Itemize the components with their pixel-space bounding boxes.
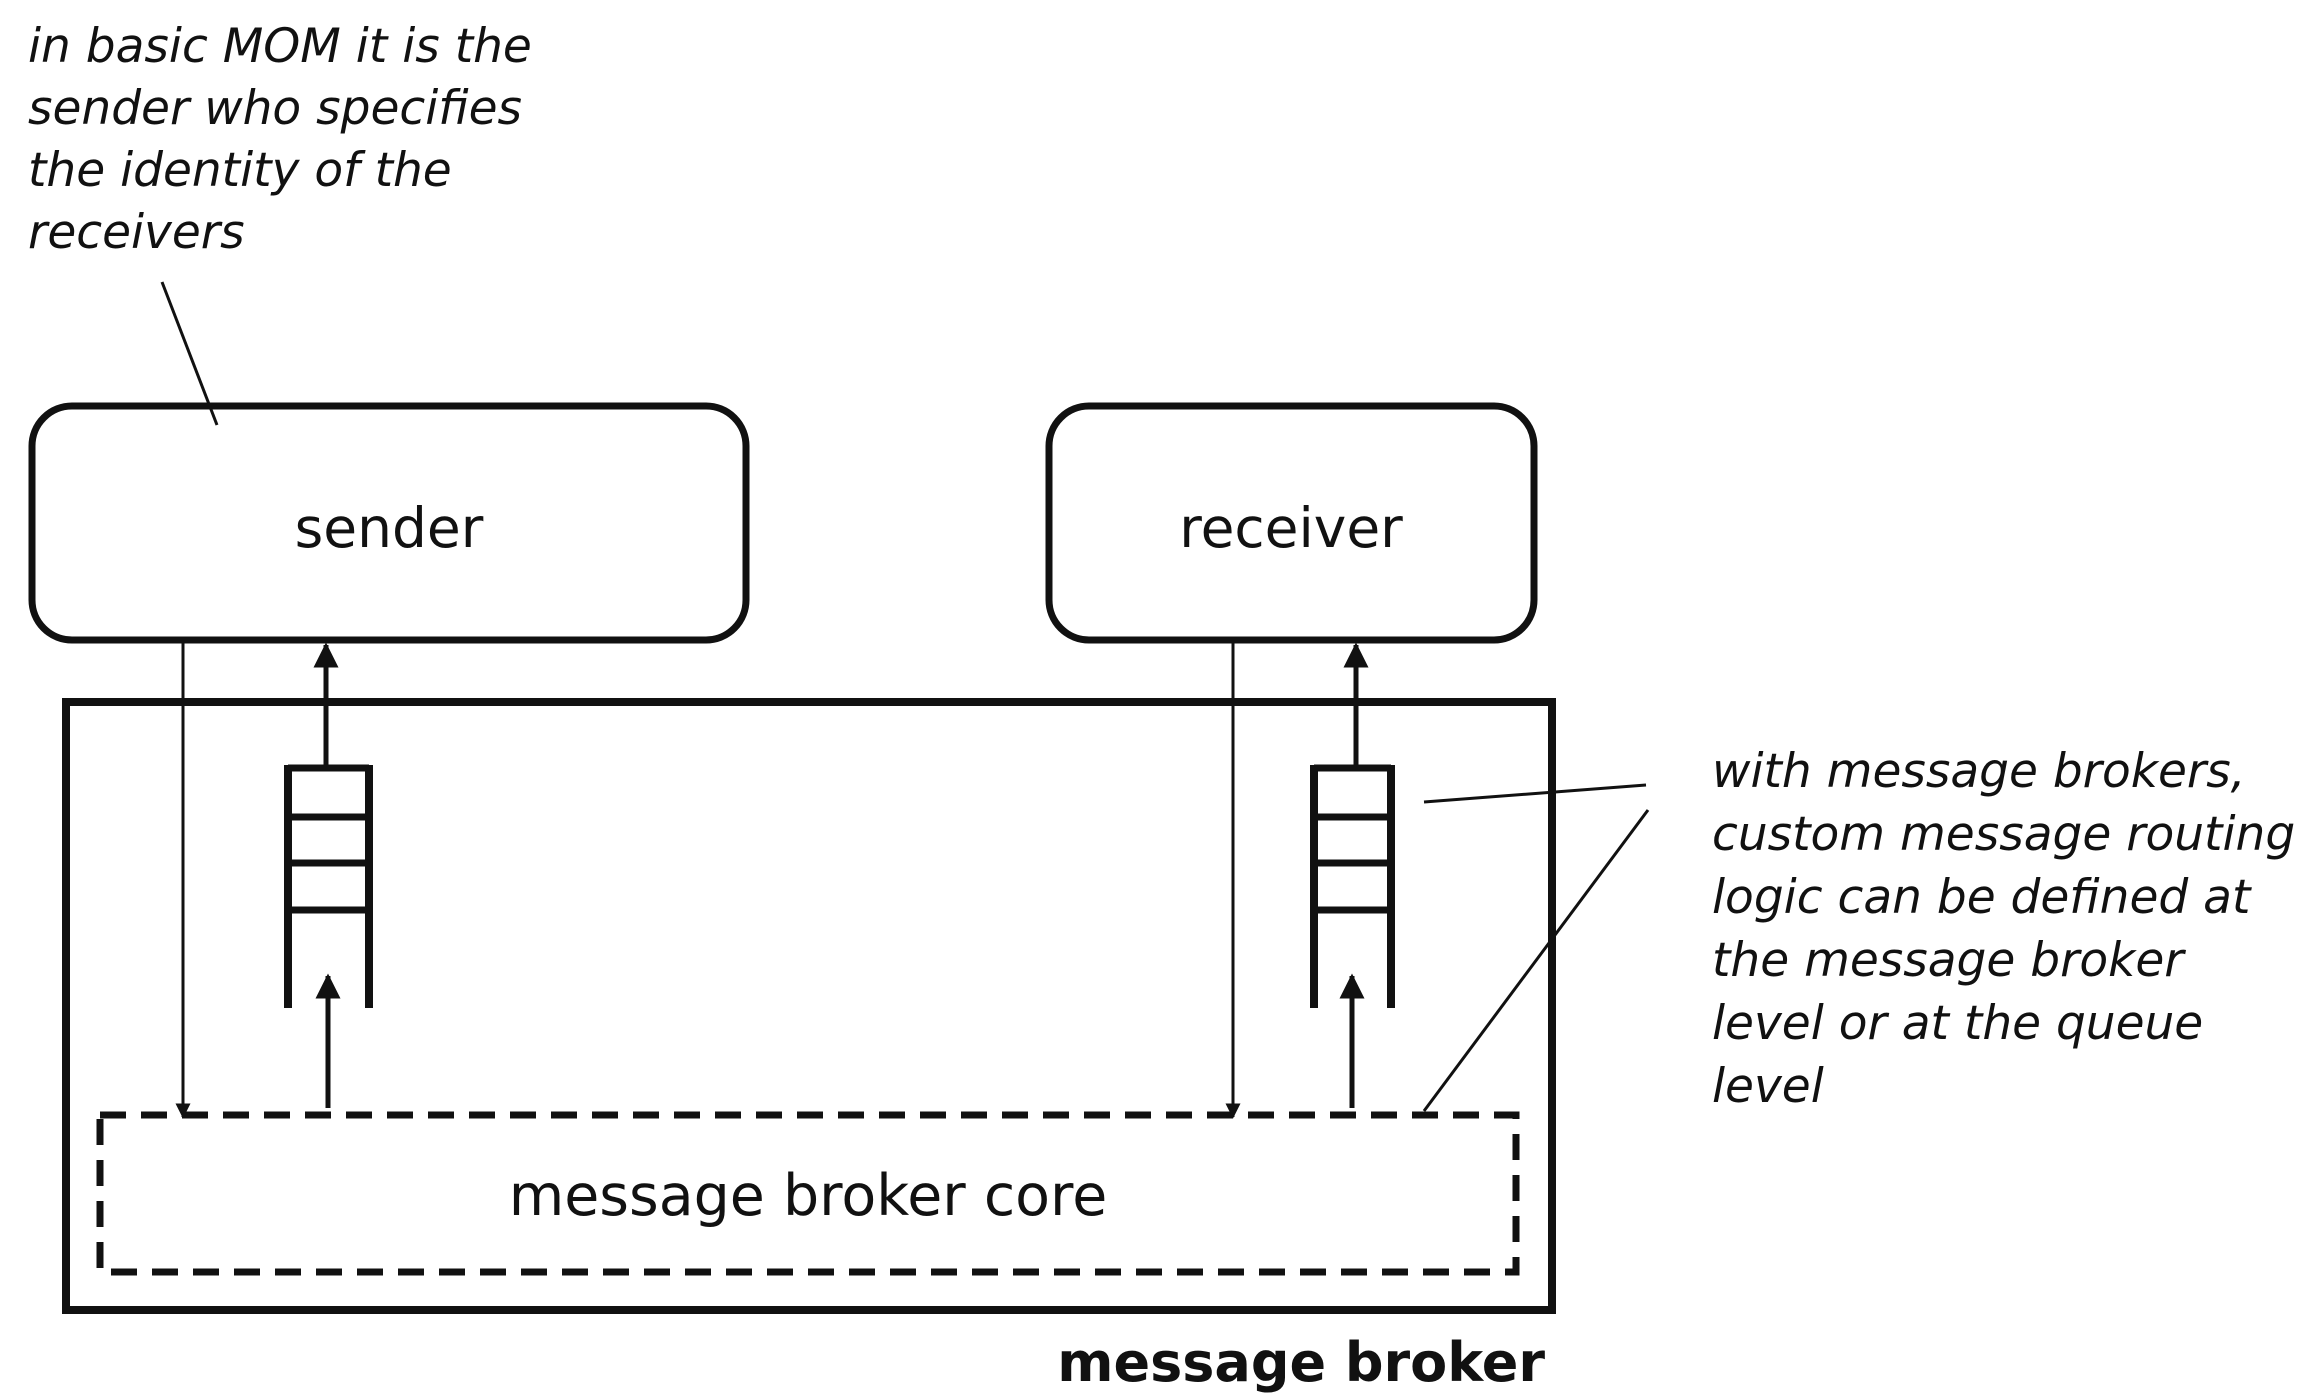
sender-queue bbox=[284, 764, 373, 1008]
message-broker-core: message broker core bbox=[96, 1111, 1520, 1276]
message-broker-core-label: message broker core bbox=[509, 1163, 1108, 1229]
note-right-line: level bbox=[1712, 1059, 1824, 1114]
note-left-leader-line bbox=[160, 281, 219, 426]
sender-node: sender bbox=[28, 402, 750, 644]
receiver-queue bbox=[1310, 764, 1395, 1008]
note-right-line: custom message routing bbox=[1712, 807, 2295, 862]
message-broker-box bbox=[62, 698, 1556, 1314]
receiver-node: receiver bbox=[1045, 402, 1538, 644]
note-right-line: the message broker bbox=[1712, 933, 2186, 988]
note-right: with message brokers, custom message rou… bbox=[1712, 744, 2295, 1114]
note-left-line: in basic MOM it is the bbox=[28, 19, 532, 74]
sender-box bbox=[28, 402, 750, 644]
note-right-line: with message brokers, bbox=[1712, 744, 2246, 799]
note-right-line: level or at the queue bbox=[1712, 996, 2203, 1051]
sender-label: sender bbox=[295, 496, 484, 560]
note-left-line: sender who specifies bbox=[28, 81, 522, 136]
message-broker-label: message broker bbox=[1057, 1331, 1545, 1394]
receiver-box bbox=[1045, 402, 1538, 644]
note-left-line: the identity of the bbox=[28, 143, 452, 198]
note-left: in basic MOM it is the sender who specif… bbox=[28, 19, 532, 260]
note-right-leader-line-core bbox=[1422, 809, 1650, 1112]
note-right-leader-line-queue bbox=[1423, 783, 1647, 804]
receiver-label: receiver bbox=[1179, 496, 1403, 560]
note-right-line: logic can be defined at bbox=[1712, 870, 2252, 925]
message-broker-core-box bbox=[96, 1111, 1520, 1276]
note-left-line: receivers bbox=[28, 205, 245, 260]
